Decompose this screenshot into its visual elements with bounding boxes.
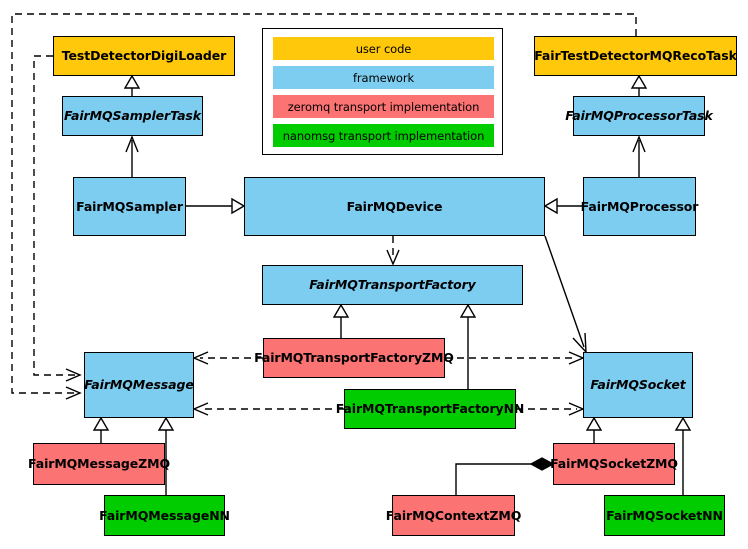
legend-panel: user code framework zeromq transport imp…	[262, 28, 503, 155]
class-label-fairmqdevice: FairMQDevice	[346, 198, 443, 214]
class-label-fairmqmessage: FairMQMessage	[84, 377, 194, 393]
class-label-fairmqmessagezmq: FairMQMessageZMQ	[28, 456, 170, 472]
class-node-fairmqdevice[interactable]: FairMQDevice	[244, 177, 545, 236]
arrowhead-device-to-transportfactory	[386, 249, 400, 266]
legend-item-nanomsg: nanomsg transport implementation	[273, 124, 494, 147]
class-label-fairmqtransportfactory: FairMQTransportFactory	[309, 277, 476, 293]
legend-label-zeromq: zeromq transport implementation	[287, 99, 480, 114]
class-label-fairmqprocessor: FairMQProcessor	[580, 198, 699, 214]
class-node-fairmqsocketzmq[interactable]: FairMQSocketZMQ	[550, 443, 678, 485]
class-node-fairmqtransportfactorynn[interactable]: FairMQTransportFactoryNN	[336, 389, 524, 429]
arrowhead-messagezmq-to-message	[92, 416, 110, 431]
arrowhead-tfzmq-to-transportfactory	[332, 303, 350, 318]
arrowhead-sampler-to-device	[231, 197, 246, 215]
class-node-testdetectordigiloader[interactable]: TestDetectorDigiLoader	[53, 36, 235, 76]
class-label-fairmqmessagenn: FairMQMessageNN	[99, 507, 230, 523]
arrowhead-tfnn-to-transportfactory	[459, 303, 477, 318]
edge-socketzmq-to-contextzmq	[455, 463, 531, 495]
class-node-fairmqsampler[interactable]: FairMQSampler	[73, 177, 186, 236]
legend-item-user-code: user code	[273, 37, 494, 60]
arrowhead-socketnn-to-socket	[674, 416, 692, 431]
arrowhead-digiloader-to-message	[65, 368, 82, 382]
legend-label-user-code: user code	[355, 41, 412, 56]
class-label-fairmqcontextzmq: FairMQContextZMQ	[385, 507, 522, 523]
class-node-fairtestdetectormqrecotask[interactable]: FairTestDetectorMQRecoTask	[534, 36, 737, 76]
class-label-fairmqprocessortask: FairMQProcessorTask	[565, 108, 713, 124]
class-label-fairmqsamplertask: FairMQSamplerTask	[64, 108, 201, 124]
arrowhead-recotask-to-message	[65, 386, 82, 400]
class-node-fairmqtransportfactory[interactable]: FairMQTransportFactory	[262, 265, 523, 305]
arrowhead-tfzmq-to-message	[192, 351, 209, 365]
class-label-fairmqsocketnn: FairMQSocketNN	[606, 507, 723, 523]
arrowhead-processortask-to-recotask	[630, 74, 648, 89]
class-node-fairmqmessagezmq[interactable]: FairMQMessageZMQ	[28, 443, 170, 485]
class-label-fairtestdetectormqrecotask: FairTestDetectorMQRecoTask	[534, 48, 737, 64]
edge-recotask-to-message	[11, 13, 637, 394]
legend-label-framework: framework	[352, 70, 415, 85]
class-label-fairmqtransportfactorynn: FairMQTransportFactoryNN	[335, 401, 525, 417]
arrowhead-processor-to-device	[543, 197, 558, 215]
class-node-fairmqtransportfactoryzmq[interactable]: FairMQTransportFactoryZMQ	[254, 338, 454, 378]
edge-device-to-socket	[544, 235, 585, 348]
class-node-fairmqsocketnn[interactable]: FairMQSocketNN	[604, 495, 725, 536]
class-label-testdetectordigiloader: TestDetectorDigiLoader	[61, 48, 227, 64]
arrowhead-sampler-to-samplertask	[125, 135, 139, 153]
class-node-fairmqcontextzmq[interactable]: FairMQContextZMQ	[386, 495, 521, 536]
class-label-fairmqtransportfactoryzmq: FairMQTransportFactoryZMQ	[254, 350, 454, 366]
legend-item-framework: framework	[273, 66, 494, 89]
class-node-fairmqsamplertask[interactable]: FairMQSamplerTask	[62, 96, 203, 136]
arrowhead-samplertask-to-digiloader	[123, 74, 141, 89]
class-node-fairmqprocessor[interactable]: FairMQProcessor	[580, 177, 699, 236]
class-label-fairmqsocket: FairMQSocket	[590, 377, 686, 393]
class-label-fairmqsampler: FairMQSampler	[76, 198, 183, 214]
class-label-fairmqsocketzmq: FairMQSocketZMQ	[550, 456, 678, 472]
arrowhead-processor-to-processortask	[632, 135, 646, 153]
class-node-fairmqprocessortask[interactable]: FairMQProcessorTask	[565, 96, 713, 136]
legend-label-nanomsg: nanomsg transport implementation	[282, 128, 485, 143]
diamond-socketzmq-composition	[529, 457, 555, 471]
arrowhead-messagenn-to-message	[157, 416, 175, 431]
legend-item-zeromq: zeromq transport implementation	[273, 95, 494, 118]
class-node-fairmqmessagenn[interactable]: FairMQMessageNN	[99, 495, 230, 536]
arrowhead-tfnn-to-message	[192, 402, 209, 416]
class-node-fairmqmessage[interactable]: FairMQMessage	[84, 352, 194, 418]
class-node-fairmqsocket[interactable]: FairMQSocket	[583, 352, 693, 418]
arrowhead-socketzmq-to-socket	[585, 416, 603, 431]
